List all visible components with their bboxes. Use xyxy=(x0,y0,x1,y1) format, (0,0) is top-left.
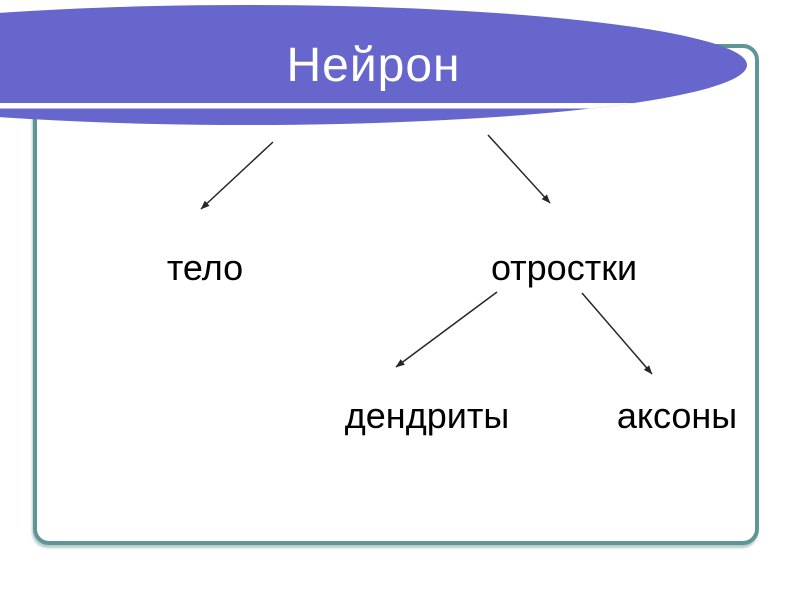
banner-ellipse xyxy=(0,5,747,125)
node-label-dendrity: дендриты xyxy=(344,395,510,436)
node-label-aksony: аксоны xyxy=(616,395,738,436)
node-label-telo: тело xyxy=(166,247,244,288)
banner-divider-line xyxy=(0,103,747,109)
title-banner xyxy=(0,5,747,125)
node-label-otrostki: отростки xyxy=(490,247,638,288)
slide-title: Нейрон xyxy=(286,38,461,92)
